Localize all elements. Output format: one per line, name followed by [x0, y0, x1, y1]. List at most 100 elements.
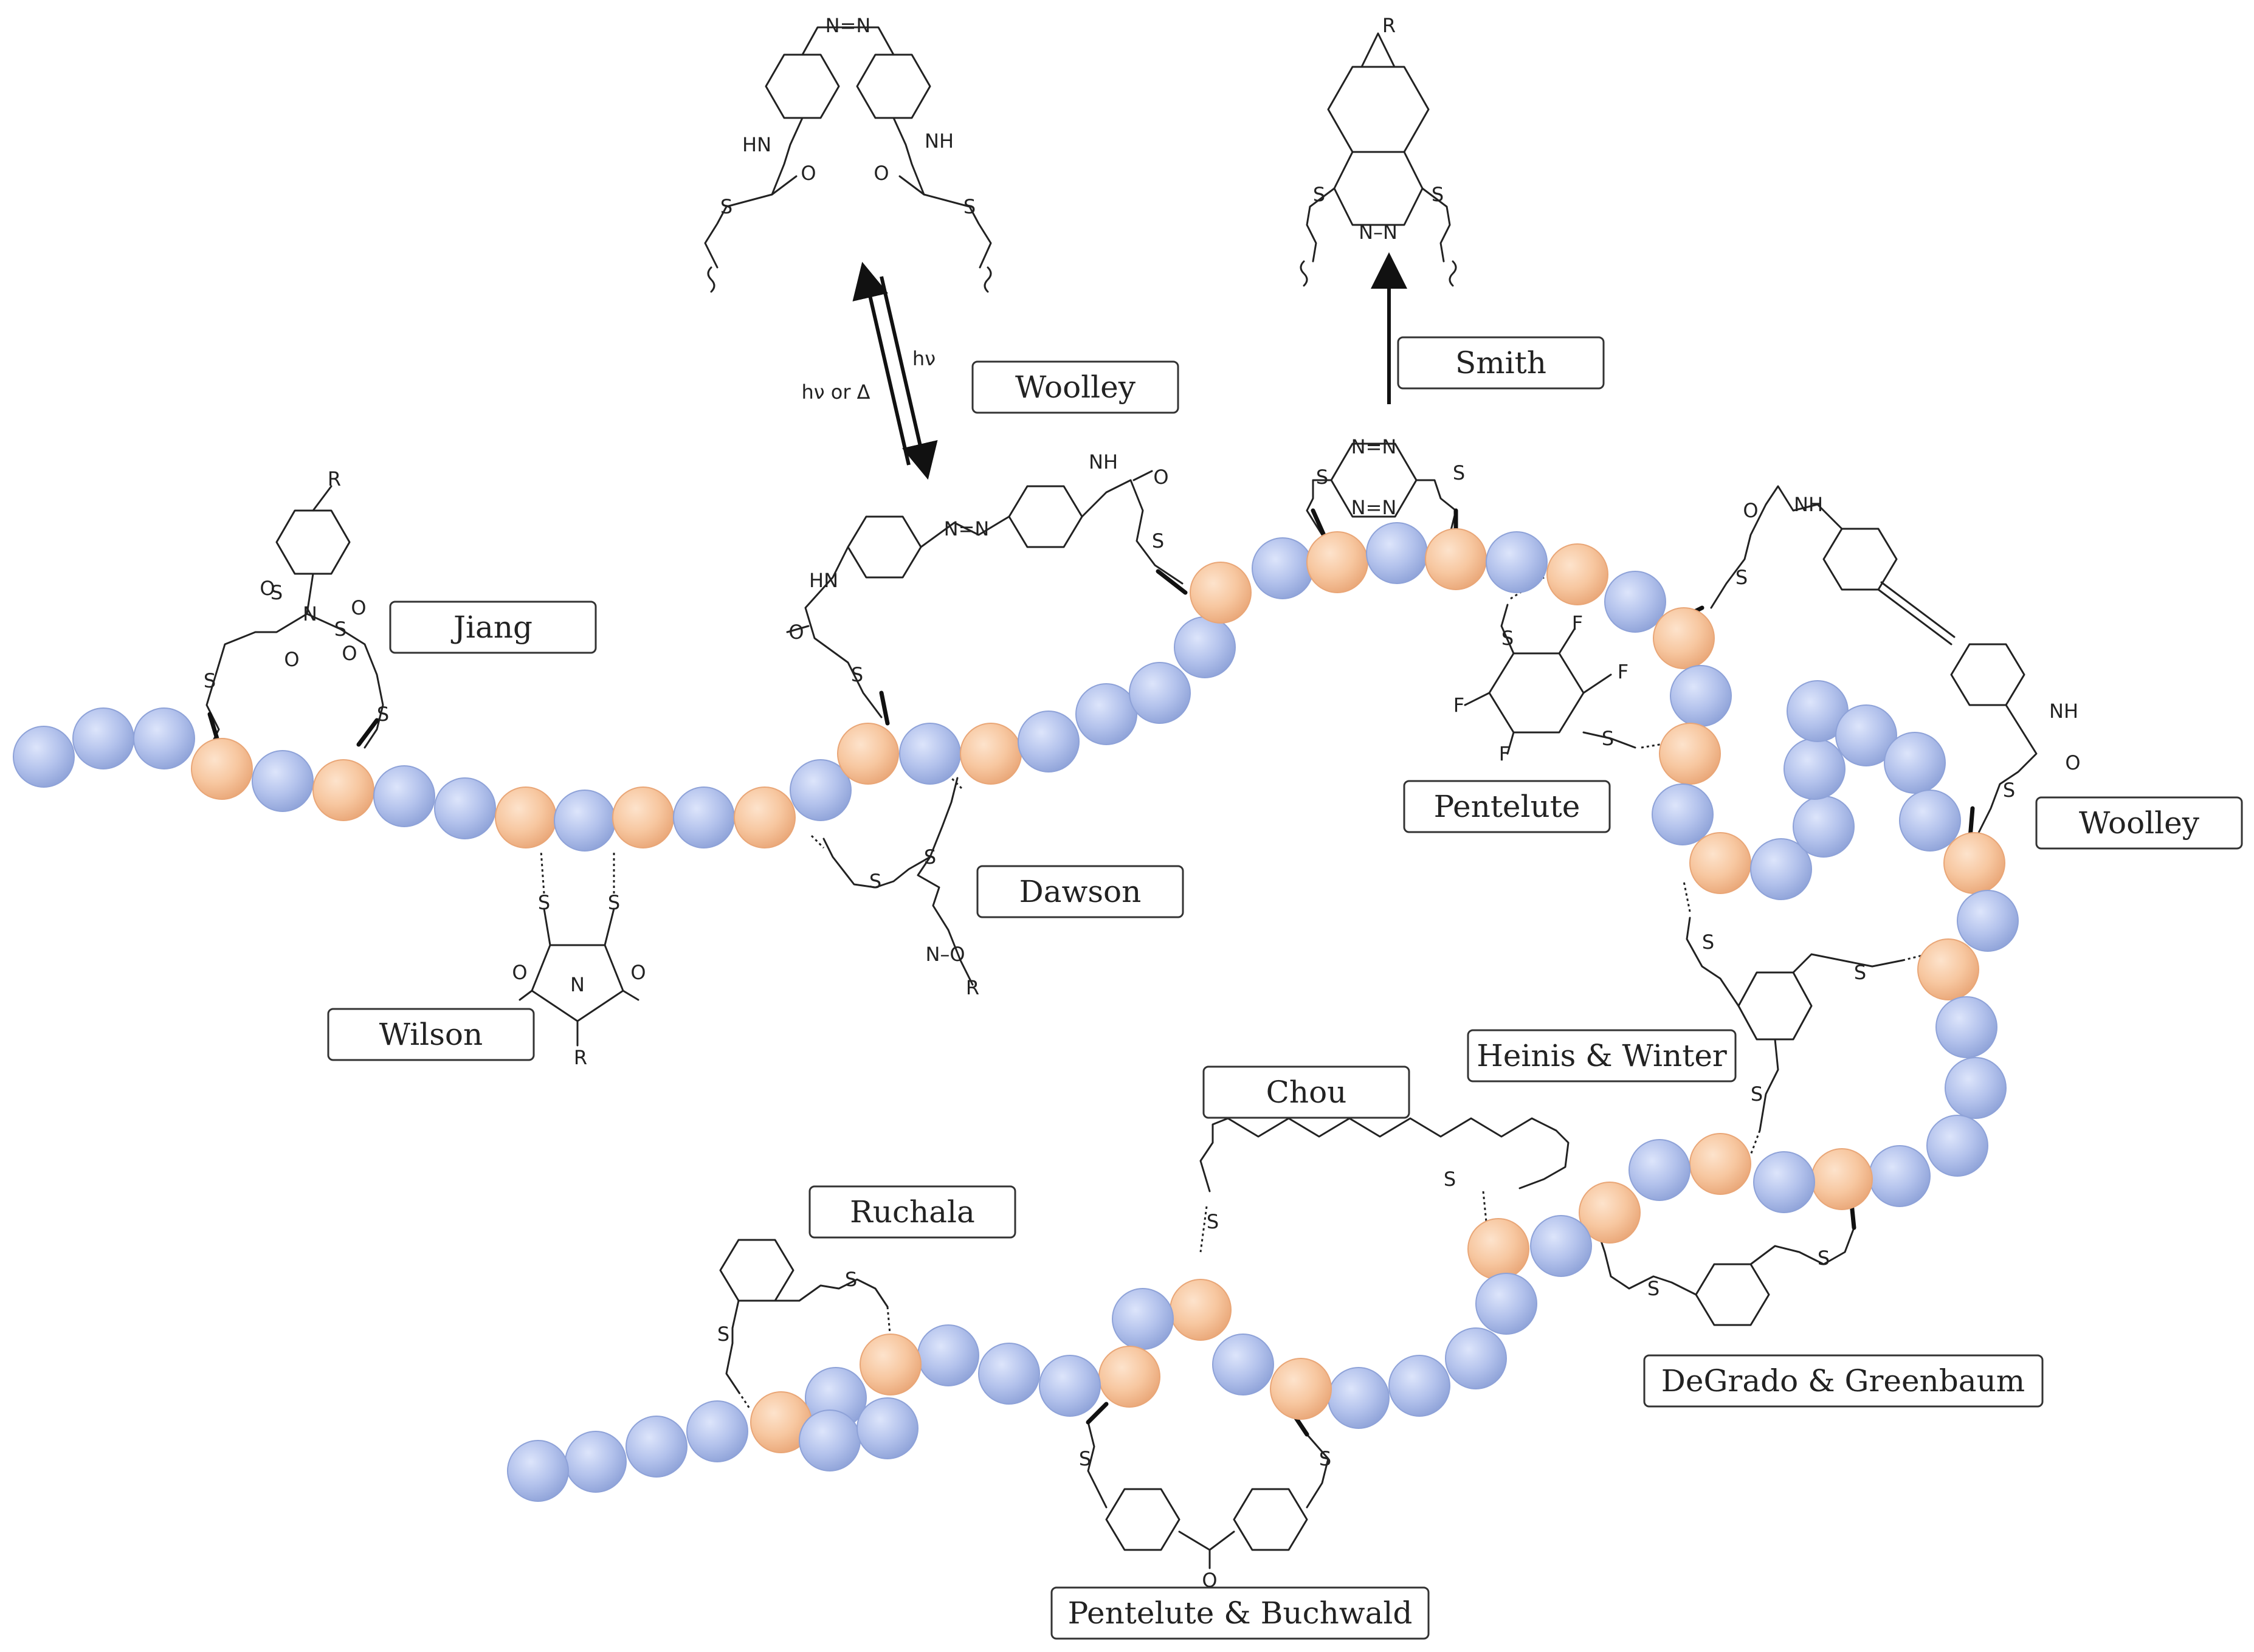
- amino-acid-residue: [1486, 531, 1548, 593]
- atom-s-pb-l: S: [1079, 1447, 1091, 1470]
- atom-s-smith-r: S: [1432, 183, 1444, 206]
- atom-nn-smith: N–N: [1359, 221, 1398, 244]
- atom-s-top-r: S: [963, 195, 976, 218]
- atom-o-tolane-l: O: [1743, 499, 1758, 522]
- cysteine-residue: [1098, 1346, 1160, 1408]
- atom-nh-mid: NH: [1089, 450, 1118, 473]
- label-jiang: Jiang: [389, 601, 597, 654]
- amino-acid-residue: [1252, 537, 1314, 599]
- cysteine-residue: [734, 786, 796, 848]
- atom-o-jiang-2: O: [284, 648, 299, 671]
- atom-s-tolane-bot: S: [2003, 779, 2015, 802]
- atom-s-dawson-2: S: [869, 870, 881, 893]
- atom-r-dawson: R: [966, 976, 979, 999]
- atom-s-pf-top: S: [1501, 627, 1514, 650]
- atom-o-mid-r: O: [1153, 466, 1168, 489]
- cysteine-residue: [1425, 528, 1487, 590]
- amino-acid-residue: [917, 1324, 979, 1386]
- atom-s-dawson-1: S: [924, 845, 936, 869]
- amino-acid-residue: [1212, 1334, 1274, 1396]
- label-heinis-winter: Heinis & Winter: [1467, 1029, 1737, 1082]
- atom-s-jiang-1: S: [271, 581, 283, 604]
- amino-acid-residue: [626, 1416, 688, 1478]
- cysteine-residue: [1467, 1218, 1529, 1280]
- wilson-maleimide-structure: [519, 850, 639, 1047]
- amino-acid-residue: [1530, 1215, 1592, 1277]
- atom-f-3: F: [1453, 693, 1464, 717]
- cysteine-residue: [1170, 1279, 1232, 1341]
- atom-f-2: F: [1618, 660, 1628, 683]
- atom-s-tz-l: S: [1316, 466, 1328, 489]
- amino-acid-residue: [1935, 996, 1997, 1058]
- amino-acid-residue: [1753, 1151, 1815, 1213]
- atom-hn-top: HN: [742, 133, 771, 156]
- amino-acid-residue: [1869, 1145, 1931, 1207]
- amino-acid-residue: [1884, 732, 1946, 794]
- atom-n-jiang: N: [303, 602, 317, 625]
- amino-acid-residue: [554, 790, 616, 852]
- label-smith-text: Smith: [1455, 345, 1546, 380]
- cysteine-residue: [960, 723, 1022, 785]
- atom-s-pb-r: S: [1319, 1447, 1331, 1470]
- atom-s-ru-1: S: [845, 1268, 857, 1291]
- label-dawson-text: Dawson: [1019, 874, 1142, 909]
- amino-acid-residue: [1957, 890, 2019, 952]
- cysteine-residue: [1659, 723, 1721, 785]
- tolane-structure: [1675, 485, 2038, 847]
- amino-acid-residue: [1926, 1115, 1988, 1177]
- amino-acid-residue: [673, 786, 735, 848]
- atom-s-top-l: S: [720, 195, 732, 218]
- label-ruchala-text: Ruchala: [850, 1194, 975, 1230]
- atom-s-jiang-3: S: [204, 669, 216, 692]
- amino-acid-residue: [1835, 704, 1897, 766]
- amino-acid-residue: [565, 1431, 627, 1493]
- atom-s-mid-l: S: [851, 663, 863, 686]
- label-jiang-text: Jiang: [450, 610, 532, 645]
- jiang-linker-structure: [205, 485, 384, 749]
- reaction-arrows: hν hν or Δ: [801, 252, 1407, 480]
- atom-s-dg-l: S: [1647, 1277, 1659, 1300]
- label-heinis-winter-text: Heinis & Winter: [1477, 1038, 1727, 1073]
- cysteine-residue: [1190, 562, 1252, 624]
- label-woolley-top: Woolley: [971, 360, 1179, 414]
- atom-s-jiang-4: S: [377, 703, 389, 726]
- dawson-oxime-structure: [810, 774, 974, 986]
- atom-s-tz-r: S: [1453, 461, 1465, 484]
- cysteine-residue: [1689, 1133, 1751, 1195]
- atom-s-hw-3: S: [1751, 1082, 1763, 1106]
- amino-acid-residue: [1174, 616, 1236, 678]
- atom-no-dawson: N–O: [925, 943, 965, 966]
- amino-acid-residue: [507, 1440, 569, 1502]
- amino-acid-residue: [1366, 522, 1428, 584]
- amino-acid-residue: [1628, 1139, 1690, 1201]
- atom-labels: N=N HN NH O O S S R S S N–N R N S S S S …: [204, 14, 2081, 1592]
- amino-acid-residue: [899, 723, 961, 785]
- amino-acid-residue: [1793, 796, 1855, 858]
- condition-forward-label: hν: [912, 347, 936, 370]
- azobenzene-top-structure: [704, 26, 992, 293]
- cysteine-residue: [1270, 1358, 1332, 1420]
- atom-s-chou-r: S: [1444, 1168, 1456, 1191]
- amino-acid-residue: [1652, 783, 1714, 845]
- amino-acid-residue: [686, 1400, 748, 1462]
- cysteine-residue: [1917, 938, 1979, 1000]
- atom-n-wilson: N: [570, 973, 585, 996]
- forward-arrow: [880, 276, 938, 480]
- atom-s-wilson-r: S: [608, 891, 620, 914]
- amino-acid-residue: [856, 1397, 918, 1459]
- atom-n-tz-bot: N=N: [1351, 496, 1397, 519]
- amino-acid-residue: [72, 707, 134, 769]
- atom-o-top-r: O: [874, 162, 889, 185]
- amino-acid-residue: [1112, 1288, 1174, 1350]
- cysteine-residue: [191, 738, 253, 800]
- atom-o-mid-l: O: [788, 621, 804, 644]
- azobenzene-chain-structure: [786, 470, 1188, 726]
- cysteine-residue: [837, 723, 899, 785]
- label-chou: Chou: [1202, 1065, 1410, 1119]
- atom-r-jiang: R: [328, 467, 341, 490]
- o-xylene-structure: [719, 1239, 892, 1411]
- amino-acid-residue: [1784, 738, 1846, 800]
- trimesityl-structure: [1683, 881, 1928, 1155]
- cysteine-residue: [495, 786, 557, 848]
- amino-acid-residue: [373, 765, 435, 827]
